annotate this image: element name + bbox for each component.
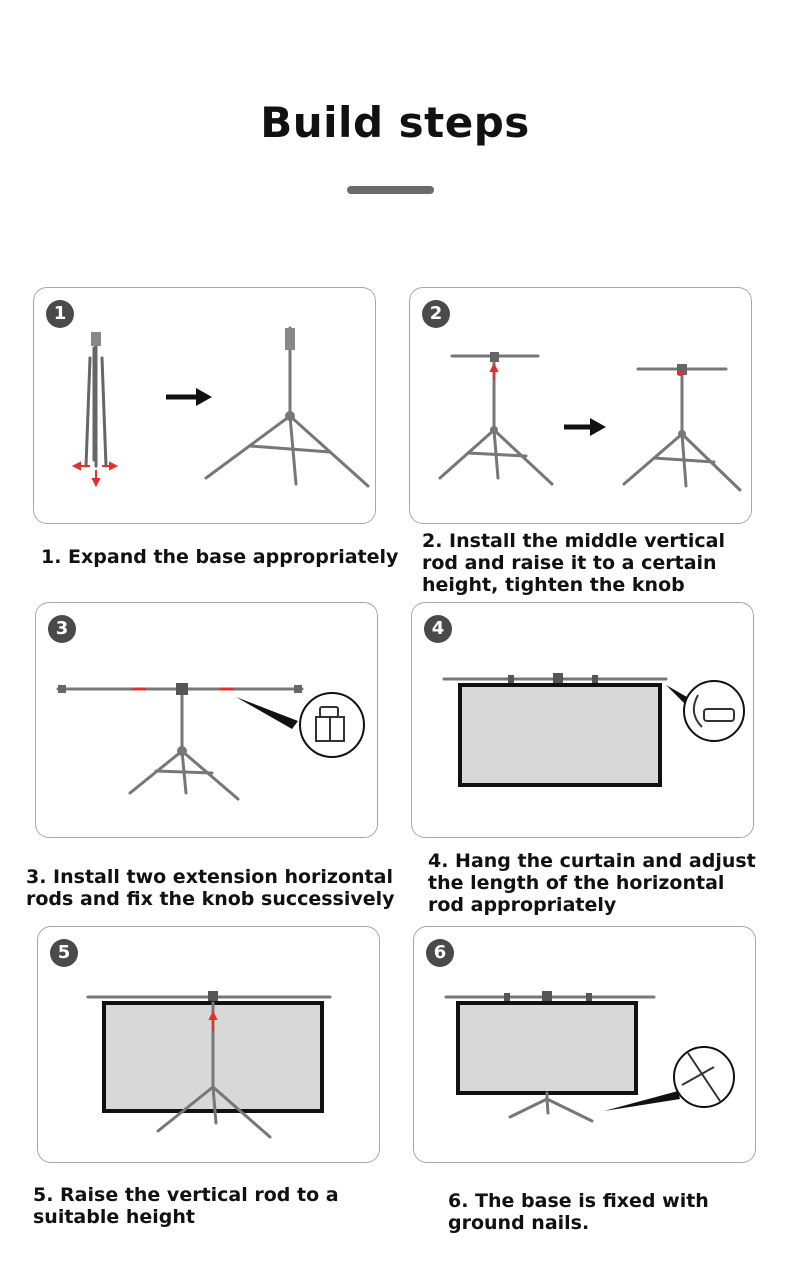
step-6-card: 6	[413, 926, 756, 1163]
step-5-card: 5	[37, 926, 380, 1163]
arrow-right-icon	[564, 418, 606, 436]
step-1-illustration	[71, 326, 370, 488]
step-4-badge: 4	[424, 615, 452, 643]
projector-screen	[456, 1001, 638, 1095]
step-4-illustration	[442, 673, 745, 787]
step-4-card: 4	[411, 602, 754, 838]
step-6-illustration	[444, 991, 735, 1123]
step-3-illustration	[56, 683, 365, 801]
projector-screen	[458, 683, 662, 787]
step-3-caption: 3. Install two extension horizontal rods…	[26, 866, 395, 910]
title-underline	[347, 186, 434, 194]
step-1-badge: 1	[46, 300, 74, 328]
step-1-card: 1	[33, 287, 376, 524]
step-3-card: 3	[35, 602, 378, 838]
step-6-caption: 6. The base is fixed with ground nails.	[448, 1190, 709, 1234]
step-2-card: 2	[409, 287, 752, 524]
step-6-badge: 6	[426, 939, 454, 967]
step-1-caption: 1. Expand the base appropriately	[41, 546, 399, 568]
step-2-illustration	[438, 352, 742, 492]
step-5-caption: 5. Raise the vertical rod to a suitable …	[33, 1184, 339, 1228]
page-title: Build steps	[260, 98, 530, 147]
step-5-illustration	[86, 991, 332, 1139]
arrow-right-icon	[166, 388, 212, 406]
step-2-caption: 2. Install the middle vertical rod and r…	[422, 530, 725, 596]
step-2-badge: 2	[422, 300, 450, 328]
step-5-badge: 5	[50, 939, 78, 967]
step-4-caption: 4. Hang the curtain and adjust the lengt…	[428, 850, 756, 916]
step-3-badge: 3	[48, 615, 76, 643]
